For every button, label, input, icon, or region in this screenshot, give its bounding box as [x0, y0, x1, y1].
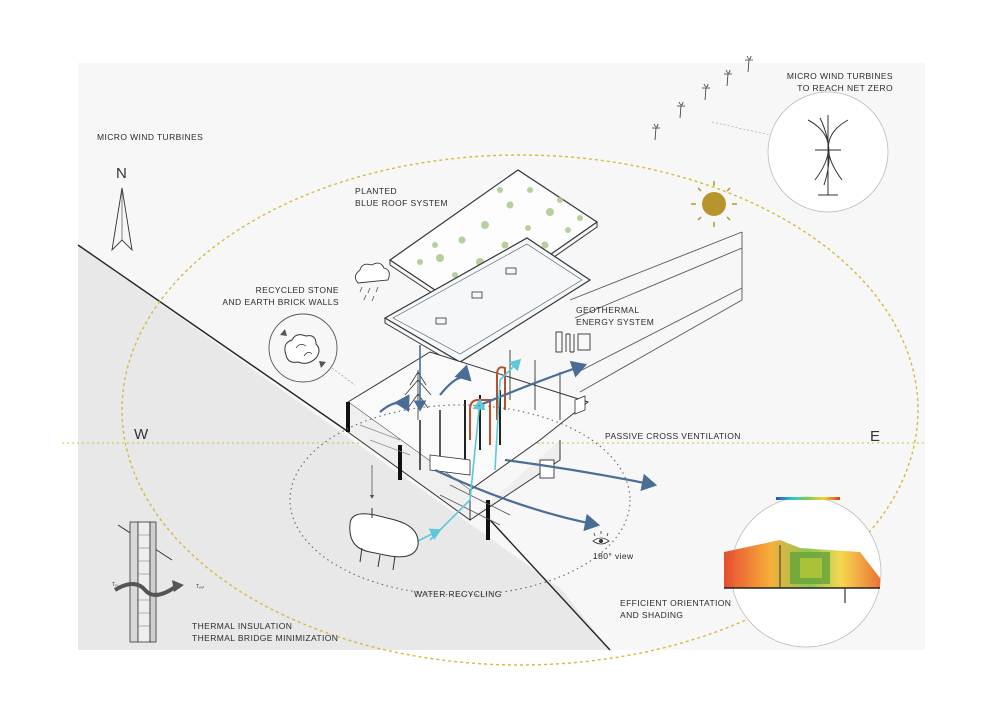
- site-dotted-ring: [289, 404, 631, 596]
- sun-path: [121, 154, 919, 666]
- heat-scale-bar: [776, 497, 840, 500]
- micro-wind-right-label-1: MICRO WIND TURBINES: [787, 71, 893, 81]
- compass-east: E: [870, 428, 880, 445]
- insulation-wall-detail: [113, 521, 184, 643]
- ventilation-arrows: [379, 345, 658, 532]
- water-recycling-label: WATER RECYCLING: [414, 589, 502, 599]
- geothermal-label-1: GEOTHERMAL: [576, 305, 640, 315]
- micro-wind-right-label-2: TO REACH NET ZERO: [797, 83, 893, 93]
- view-label: 180° view: [593, 551, 634, 561]
- shading-analysis-section: [724, 540, 880, 603]
- garden-walls: [569, 231, 743, 393]
- sun-icon: [691, 181, 737, 227]
- compass-west: W: [134, 426, 149, 443]
- recycle-stone-icon: [268, 313, 338, 383]
- stone-leader: [331, 367, 356, 386]
- small-wind-turbines: [652, 55, 753, 141]
- wind-turbine-icon: [807, 115, 849, 196]
- roof-slab: [383, 237, 592, 368]
- micro-wind-left-label: MICRO WIND TURBINES: [97, 132, 203, 142]
- stone-walls-label-1: RECYCLED STONE: [256, 285, 339, 295]
- ventilation-label: PASSIVE CROSS VENTILATION: [605, 431, 741, 441]
- blue-roof-label-1: PLANTED: [355, 186, 397, 196]
- blue-roof-label-2: BLUE ROOF SYSTEM: [355, 198, 448, 208]
- orientation-label-1: EFFICIENT ORIENTATION: [620, 598, 731, 608]
- ground-line-upper: [77, 244, 351, 434]
- geothermal-icon: [555, 331, 591, 353]
- geothermal-label-2: ENERGY SYSTEM: [576, 317, 654, 327]
- orientation-label-2: AND SHADING: [620, 610, 683, 620]
- insulation-label-1: THERMAL INSULATION: [192, 621, 292, 631]
- t-in-label: Tᵢₙ: [112, 582, 118, 588]
- turbine-leader: [711, 121, 771, 136]
- water-tank-icon: [349, 508, 419, 571]
- t-out-label: Tₒᵤₜ: [196, 584, 205, 590]
- insulation-label-2: THERMAL BRIDGE MINIMIZATION: [192, 633, 338, 643]
- ground-line-lower: [489, 519, 611, 651]
- hillside-ground: [78, 245, 610, 650]
- stone-walls-label-2: AND EARTH BRICK WALLS: [222, 297, 339, 307]
- compass-north: N: [116, 165, 127, 182]
- eye-icon: [592, 531, 610, 545]
- rain-cloud-icon: [355, 262, 390, 302]
- north-arrow-icon: [111, 187, 133, 252]
